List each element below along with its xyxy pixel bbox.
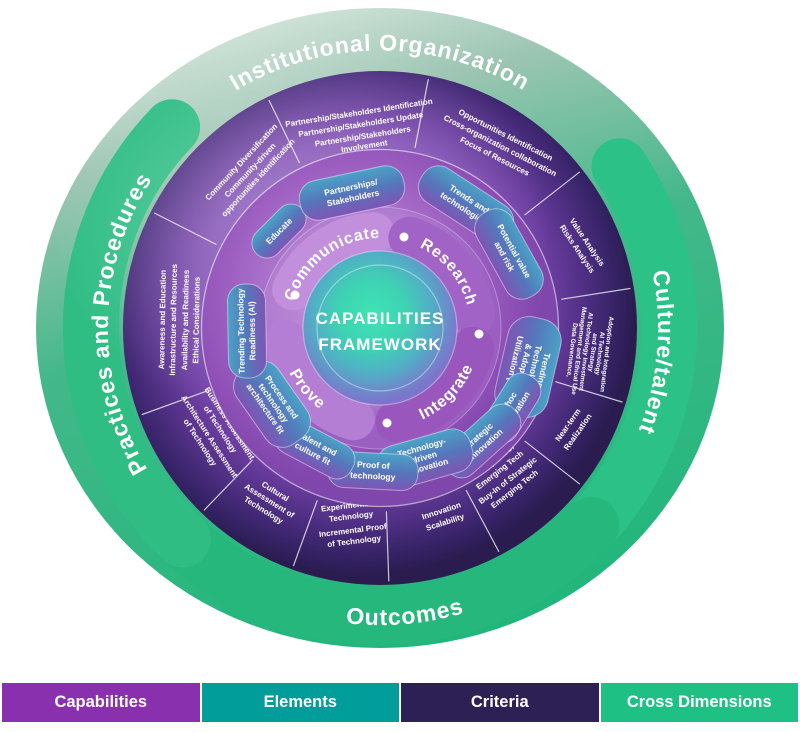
legend-item-capabilities: Capabilities bbox=[2, 683, 200, 722]
legend-label: Cross Dimensions bbox=[626, 693, 772, 711]
element-pill-educate: Educate bbox=[251, 203, 307, 259]
svg-text:Experiments ofTechnologyIncrem: Experiments ofTechnologyIncremental Proo… bbox=[315, 497, 388, 550]
capsule-research bbox=[388, 216, 496, 336]
center-title-line1: CAPABILITIES bbox=[316, 309, 445, 328]
center-circle-outline-outer bbox=[302, 250, 458, 406]
criteria-dividers bbox=[141, 78, 631, 582]
outer-ring-segment-culture bbox=[563, 138, 697, 554]
criteria-group-experiments: Experiments ofTechnologyIncremental Proo… bbox=[315, 497, 388, 550]
svg-text:Trending TechnologyReadiness (: Trending TechnologyReadiness (AI) bbox=[235, 288, 257, 374]
legend-label: Elements bbox=[263, 693, 337, 711]
elements-ring-outline bbox=[200, 148, 560, 508]
capsule-communicate bbox=[272, 212, 395, 311]
center-circle-outline-inner bbox=[316, 264, 444, 392]
legend: Capabilities Elements Criteria Cross Dim… bbox=[2, 683, 798, 722]
element-pill-trending-readiness: Trending TechnologyReadiness (AI) bbox=[226, 283, 268, 379]
legend-label: Criteria bbox=[470, 693, 529, 711]
capabilities-framework-wheel: Community DiversificationCommunity-drive… bbox=[36, 8, 724, 648]
legend-item-criteria: Criteria bbox=[401, 683, 599, 722]
outer-ring-segment-outcomes bbox=[154, 497, 620, 646]
capsule-integrate bbox=[375, 326, 494, 443]
legend-item-cross-dimensions: Cross Dimensions bbox=[600, 683, 798, 722]
center-circle bbox=[303, 251, 457, 405]
element-pill-proof: Proof oftechnology bbox=[327, 450, 419, 492]
svg-text:Awareness and EducationInfrast: Awareness and EducationInfrastructure an… bbox=[157, 263, 202, 376]
legend-label: Capabilities bbox=[54, 693, 148, 711]
legend-item-elements: Elements bbox=[201, 683, 399, 722]
center-title-line2: FRAMEWORK bbox=[318, 335, 441, 354]
capsule-prove bbox=[264, 320, 375, 441]
svg-text:Proof oftechnology: Proof oftechnology bbox=[350, 459, 397, 482]
element-pill-partnerships: Partnerships/Stakeholders bbox=[298, 165, 406, 221]
criteria-group-awareness: Awareness and EducationInfrastructure an… bbox=[157, 263, 202, 376]
capability-ring-dots bbox=[290, 232, 484, 428]
